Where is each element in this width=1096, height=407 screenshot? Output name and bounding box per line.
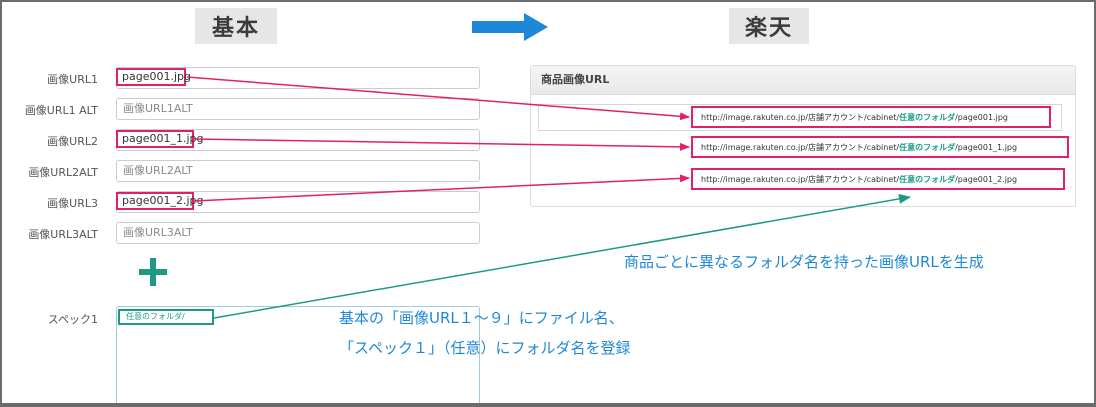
header-basic: 基本	[195, 8, 277, 44]
arrow-url-2	[193, 138, 690, 151]
note-result: 商品ごとに異なるフォルダ名を持った画像URLを生成	[624, 253, 984, 271]
image-url-2-alt-field[interactable]: 画像URL2ALT	[116, 160, 480, 182]
label-image-url-3: 画像URL3	[47, 197, 98, 210]
url-2-file: /page001_1.jpg	[955, 143, 1018, 152]
label-spec-1: スペック1	[47, 313, 98, 326]
note-line-2: 「スペック１」（任意）にフォルダ名を登録	[339, 339, 631, 357]
url-1-file: /page001.jpg	[955, 113, 1008, 122]
rakuten-url-2[interactable]: http://image.rakuten.co.jp/店舗アカウント/cabin…	[691, 136, 1069, 158]
label-image-url-2: 画像URL2	[47, 135, 98, 148]
url-2-prefix: http://image.rakuten.co.jp/店舗アカウント/cabin…	[701, 143, 900, 152]
label-image-url-3-alt: 画像URL3ALT	[28, 228, 98, 241]
label-image-url-2-alt: 画像URL2ALT	[28, 166, 98, 179]
image-url-3-value: page001_2.jpg	[116, 192, 204, 210]
spec-1-value: 任意のフォルダ/	[118, 309, 214, 325]
url-3-prefix: http://image.rakuten.co.jp/店舗アカウント/cabin…	[701, 175, 900, 184]
image-url-1-value: page001.jpg	[116, 68, 191, 86]
plus-icon	[139, 258, 167, 286]
url-3-folder: 任意のフォルダ	[899, 175, 956, 184]
right-arrow-icon	[472, 13, 548, 41]
url-2-folder: 任意のフォルダ	[899, 143, 956, 152]
image-url-1-alt-field[interactable]: 画像URL1ALT	[116, 98, 480, 120]
rakuten-url-3[interactable]: http://image.rakuten.co.jp/店舗アカウント/cabin…	[691, 168, 1065, 190]
url-1-folder: 任意のフォルダ	[899, 113, 956, 122]
arrow-url-3	[193, 174, 690, 202]
url-3-file: /page001_2.jpg	[955, 175, 1018, 184]
image-url-3-alt-field[interactable]: 画像URL3ALT	[116, 222, 480, 244]
arrow-url-1	[186, 76, 690, 121]
label-image-url-1: 画像URL1	[47, 73, 98, 86]
arrow-folder	[213, 193, 911, 319]
rakuten-url-1[interactable]: http://image.rakuten.co.jp/店舗アカウント/cabin…	[691, 106, 1051, 128]
url-1-prefix: http://image.rakuten.co.jp/店舗アカウント/cabin…	[701, 113, 900, 122]
image-url-2-value: page001_1.jpg	[116, 130, 204, 148]
label-image-url-1-alt: 画像URL1 ALT	[24, 104, 98, 117]
note-line-1: 基本の「画像URL１～９」にファイル名、	[339, 309, 624, 327]
header-rakuten: 楽天	[729, 8, 809, 44]
panel-title: 商品画像URL	[531, 66, 1075, 95]
